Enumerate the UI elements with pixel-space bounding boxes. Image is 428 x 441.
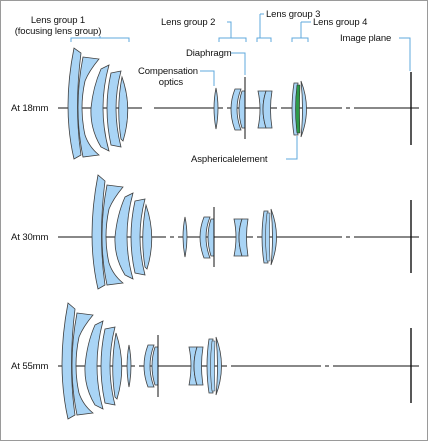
lens-element — [270, 208, 277, 266]
lens-element — [114, 192, 134, 280]
row-label-18mm: At 18mm — [11, 103, 48, 114]
lens-element — [238, 90, 246, 129]
aspherical-element — [210, 340, 216, 392]
lens-element — [238, 218, 249, 257]
lens-group-2-label: Lens group 2 — [161, 17, 215, 28]
lens-group-4-label: Lens group 4 — [313, 17, 367, 28]
lens-element — [101, 184, 124, 286]
lens-element — [61, 302, 76, 420]
lens-element — [262, 90, 273, 129]
compensation-label: Compensation — [138, 66, 198, 77]
row-55mm — [58, 302, 419, 420]
lens-element — [213, 87, 219, 130]
lens-element — [300, 80, 307, 138]
aspherical-element-label: Asphericalelement — [191, 154, 268, 165]
diaphragm-callout — [231, 52, 246, 75]
image-plane-callout — [399, 37, 411, 71]
compensation-callout — [200, 70, 215, 86]
lens-group-1-label: Lens group 1 — [31, 15, 85, 26]
lens-element — [215, 336, 222, 396]
lens-element — [130, 198, 146, 276]
lens-element — [118, 75, 129, 142]
lens-element — [91, 174, 106, 290]
lens-group-4-callout — [291, 21, 311, 42]
lens-element — [126, 344, 132, 388]
lens-element — [143, 344, 155, 388]
aspherical-callout — [286, 136, 298, 160]
text-labels: Lens group 1 (focusing lens group) Lens … — [11, 9, 391, 372]
lens-element — [84, 320, 104, 410]
lens-element — [112, 332, 123, 400]
lens-element — [207, 218, 215, 257]
lens-group-2-callout — [218, 21, 247, 42]
lens-element — [193, 346, 204, 386]
lens-element — [77, 56, 100, 158]
lens-group-1-sublabel: (focusing lens group) — [15, 26, 102, 37]
axis-breaks — [135, 106, 354, 368]
lens-element — [230, 88, 242, 131]
aspherical-element — [295, 84, 301, 134]
lens-element — [90, 64, 110, 152]
lens-element — [182, 216, 188, 258]
lens-element — [71, 312, 94, 416]
row-label-30mm: At 30mm — [11, 232, 48, 243]
row-30mm — [58, 174, 419, 290]
lens-element — [106, 70, 122, 148]
lens-group-3-callout — [256, 13, 272, 42]
image-plane-label: Image plane — [340, 33, 391, 44]
aspherical-element — [265, 212, 271, 262]
lens-group-1-bracket — [70, 36, 130, 42]
callouts — [70, 13, 411, 160]
lens-element — [199, 216, 211, 259]
lens-element — [142, 203, 153, 270]
lens-element — [100, 326, 116, 406]
compensation-sublabel: optics — [159, 77, 184, 88]
lens-element — [67, 47, 82, 160]
diaphragm-label: Diaphragm — [186, 48, 232, 59]
row-label-55mm: At 55mm — [11, 361, 48, 372]
lens-group-3-label: Lens group 3 — [266, 9, 320, 20]
row-18mm — [58, 47, 419, 160]
lens-element — [151, 346, 159, 386]
